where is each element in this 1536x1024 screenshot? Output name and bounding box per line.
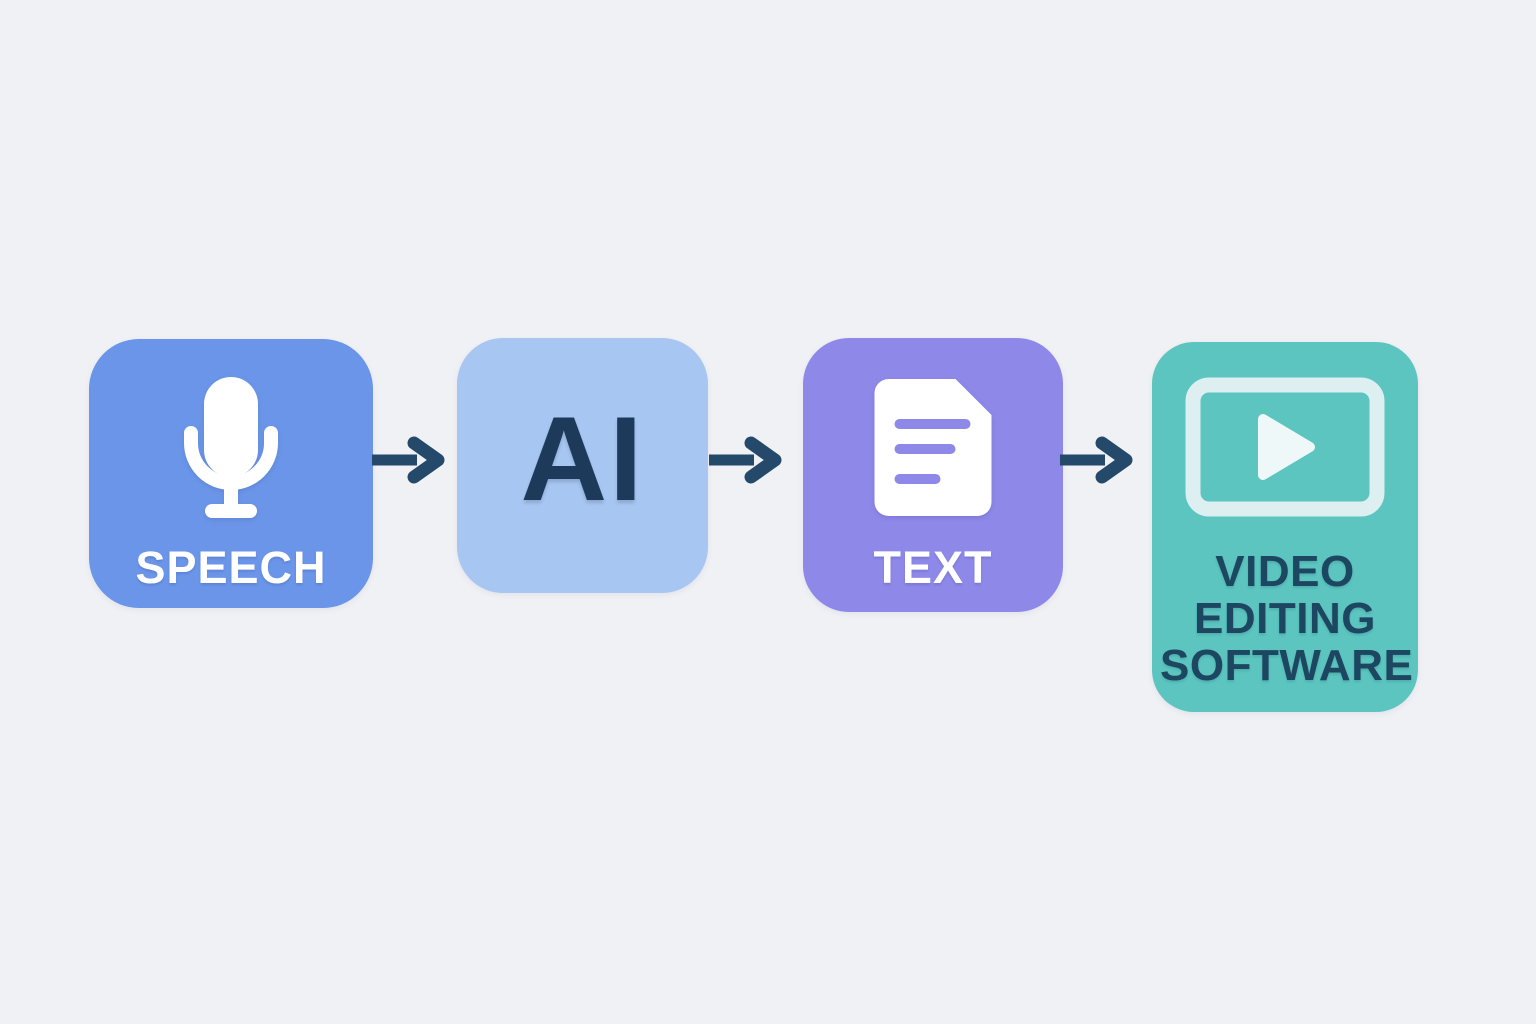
node-speech-label: SPEECH [135, 542, 327, 593]
connector-text-to-video [1058, 434, 1138, 486]
node-text: TEXT [803, 338, 1063, 612]
connector-speech-to-ai [370, 434, 450, 486]
connector-ai-to-text [707, 434, 787, 486]
document-icon [874, 379, 992, 516]
node-video-label: VIDEO EDITING SOFTWARE [1160, 547, 1414, 690]
node-ai-label: AI [520, 391, 645, 526]
arrow-right-icon [1060, 436, 1133, 484]
arrow-right-icon [709, 436, 782, 484]
microphone-icon [184, 377, 278, 518]
node-text-label: TEXT [873, 542, 993, 593]
node-video-editing-software: VIDEO EDITING SOFTWARE [1152, 342, 1418, 712]
video-player-icon [1185, 377, 1385, 517]
node-speech: SPEECH [89, 339, 373, 608]
node-ai: AI [457, 338, 708, 593]
arrow-right-icon [372, 436, 445, 484]
